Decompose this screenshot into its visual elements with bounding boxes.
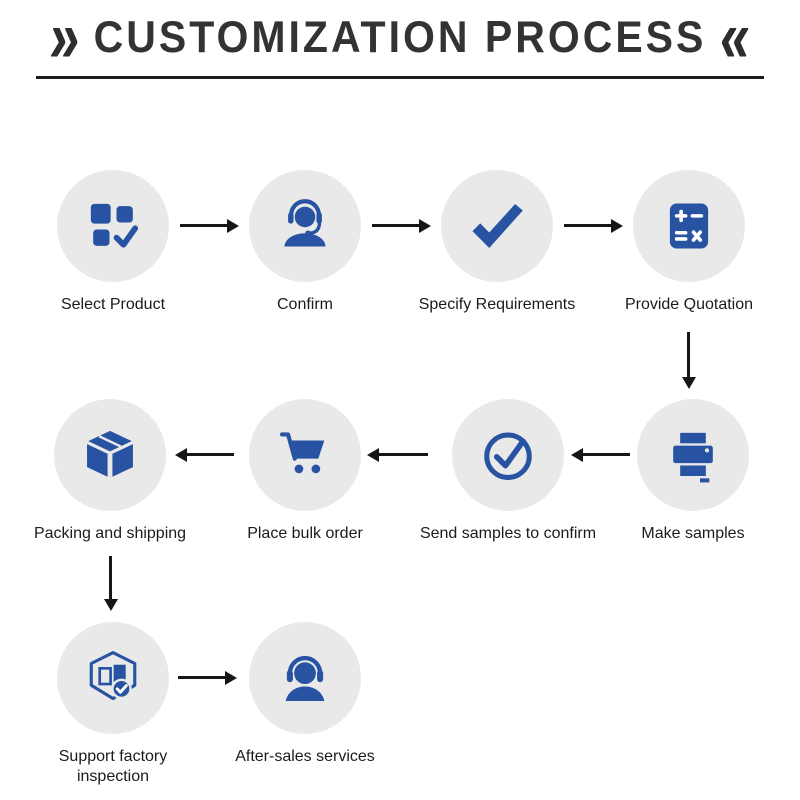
left-chevrons-mark: » bbox=[46, 0, 83, 78]
step-circle bbox=[637, 399, 749, 511]
arrow-specify-to-quotation bbox=[564, 224, 612, 227]
step-make-samples: Make samples bbox=[583, 399, 800, 544]
step-label: Place bulk order bbox=[247, 525, 363, 542]
checkmark-icon bbox=[472, 204, 523, 248]
customer-service-icon bbox=[284, 199, 326, 247]
step-label: After-sales services bbox=[235, 748, 375, 765]
step-packing-and-shipping: Packing and shipping bbox=[0, 399, 220, 544]
step-specify-requirements: Specify Requirements bbox=[387, 170, 607, 315]
step-select-product: Select Product bbox=[3, 170, 223, 315]
step-circle bbox=[441, 170, 553, 282]
package-box-icon bbox=[87, 430, 133, 477]
printer-icon bbox=[673, 432, 713, 483]
page-title: » CUSTOMIZATION PROCESS « bbox=[0, 0, 800, 77]
step-circle bbox=[249, 399, 361, 511]
step-circle bbox=[249, 170, 361, 282]
page-title-text: CUSTOMIZATION PROCESS bbox=[93, 11, 707, 62]
step-label: Specify Requirements bbox=[418, 296, 576, 313]
step-label: Provide Quotation bbox=[624, 296, 754, 313]
step-circle bbox=[57, 622, 169, 734]
arrow-inspection-to-after-sales bbox=[178, 676, 226, 679]
right-chevrons-mark: « bbox=[717, 0, 754, 78]
step-circle bbox=[633, 170, 745, 282]
title-divider bbox=[36, 76, 764, 79]
shopping-cart-icon bbox=[279, 432, 325, 474]
step-place-bulk-order: Place bulk order bbox=[195, 399, 415, 544]
headset-support-icon bbox=[285, 655, 325, 701]
step-provide-quotation: Provide Quotation bbox=[579, 170, 799, 315]
step-label: Support factory inspection bbox=[58, 748, 168, 785]
step-label: Make samples bbox=[641, 525, 745, 542]
arrow-quotation-to-samples bbox=[687, 332, 690, 378]
step-after-sales-services: After-sales services bbox=[195, 622, 415, 767]
step-circle bbox=[54, 399, 166, 511]
step-confirm: Confirm bbox=[195, 170, 415, 315]
calculator-icon bbox=[669, 203, 709, 249]
circle-check-icon bbox=[484, 432, 532, 480]
step-circle bbox=[57, 170, 169, 282]
arrow-select-to-confirm bbox=[180, 224, 228, 227]
step-label: Packing and shipping bbox=[33, 525, 187, 542]
arrow-bulk-order-to-packing bbox=[186, 453, 234, 456]
step-send-samples-to-confirm: Send samples to confirm bbox=[398, 399, 618, 544]
arrow-packing-to-inspection bbox=[109, 556, 112, 600]
step-label: Select Product bbox=[60, 296, 166, 313]
step-label: Send samples to confirm bbox=[419, 525, 597, 542]
arrow-confirm-to-specify bbox=[372, 224, 420, 227]
arrow-confirm-samples-to-bulk-order bbox=[378, 453, 428, 456]
step-support-factory-inspection: Support factory inspection bbox=[3, 622, 223, 787]
arrow-samples-to-confirm-samples bbox=[582, 453, 630, 456]
step-circle bbox=[452, 399, 564, 511]
factory-inspection-icon bbox=[89, 651, 137, 701]
step-circle bbox=[249, 622, 361, 734]
product-grid-check-icon bbox=[90, 203, 139, 248]
step-label: Confirm bbox=[276, 296, 333, 313]
